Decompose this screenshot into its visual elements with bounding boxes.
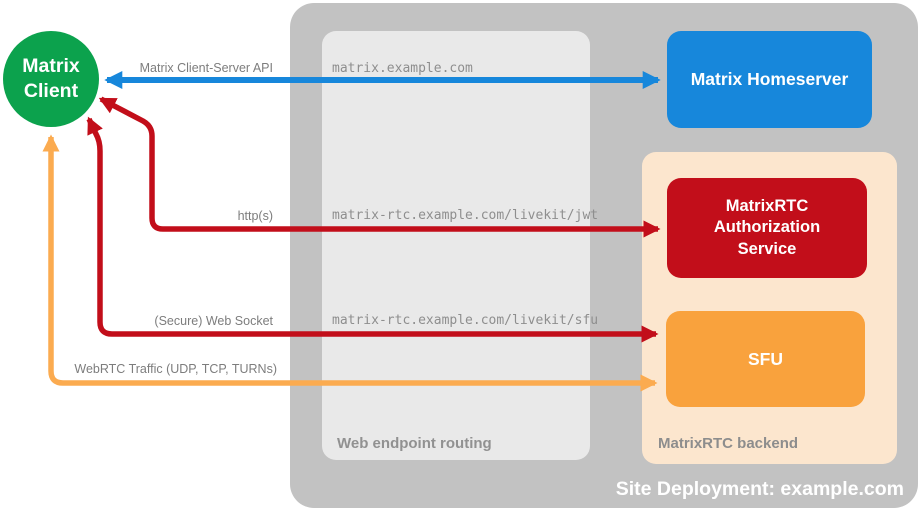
web-socket-label: (Secure) Web Socket — [154, 314, 273, 328]
matrix-homeserver-label: Matrix Homeserver — [690, 69, 849, 89]
web-endpoint-routing-label: Web endpoint routing — [337, 435, 492, 452]
matrixrtc-authorization-service-label: MatrixRTC Authorization Service — [713, 196, 821, 258]
webrtc-traffic-label: WebRTC Traffic (UDP, TCP, TURNs) — [74, 362, 277, 376]
arrow-webrtc-traffic — [42, 134, 658, 392]
site-deployment-label: Site Deployment: example.com — [615, 478, 904, 500]
endpoint-matrix-example-com: matrix.example.com — [332, 61, 473, 76]
client-server-api-label: Matrix Client-Server API — [139, 61, 273, 75]
matrixrtc-backend-label: MatrixRTC backend — [658, 435, 799, 452]
sfu-label: SFU — [748, 348, 783, 369]
endpoint-livekit-jwt: matrix-rtc.example.com/livekit/jwt — [332, 208, 599, 223]
https-label: http(s) — [237, 209, 273, 223]
matrix-client-node: Matrix Client — [3, 31, 99, 127]
endpoint-livekit-sfu: matrix-rtc.example.com/livekit/sfu — [332, 313, 599, 328]
matrixrtc-authorization-service-node: MatrixRTC Authorization Service — [667, 178, 867, 278]
matrix-client-label: Matrix Client — [22, 54, 80, 102]
matrix-homeserver-node: Matrix Homeserver — [667, 31, 872, 128]
sfu-node: SFU — [666, 311, 865, 407]
